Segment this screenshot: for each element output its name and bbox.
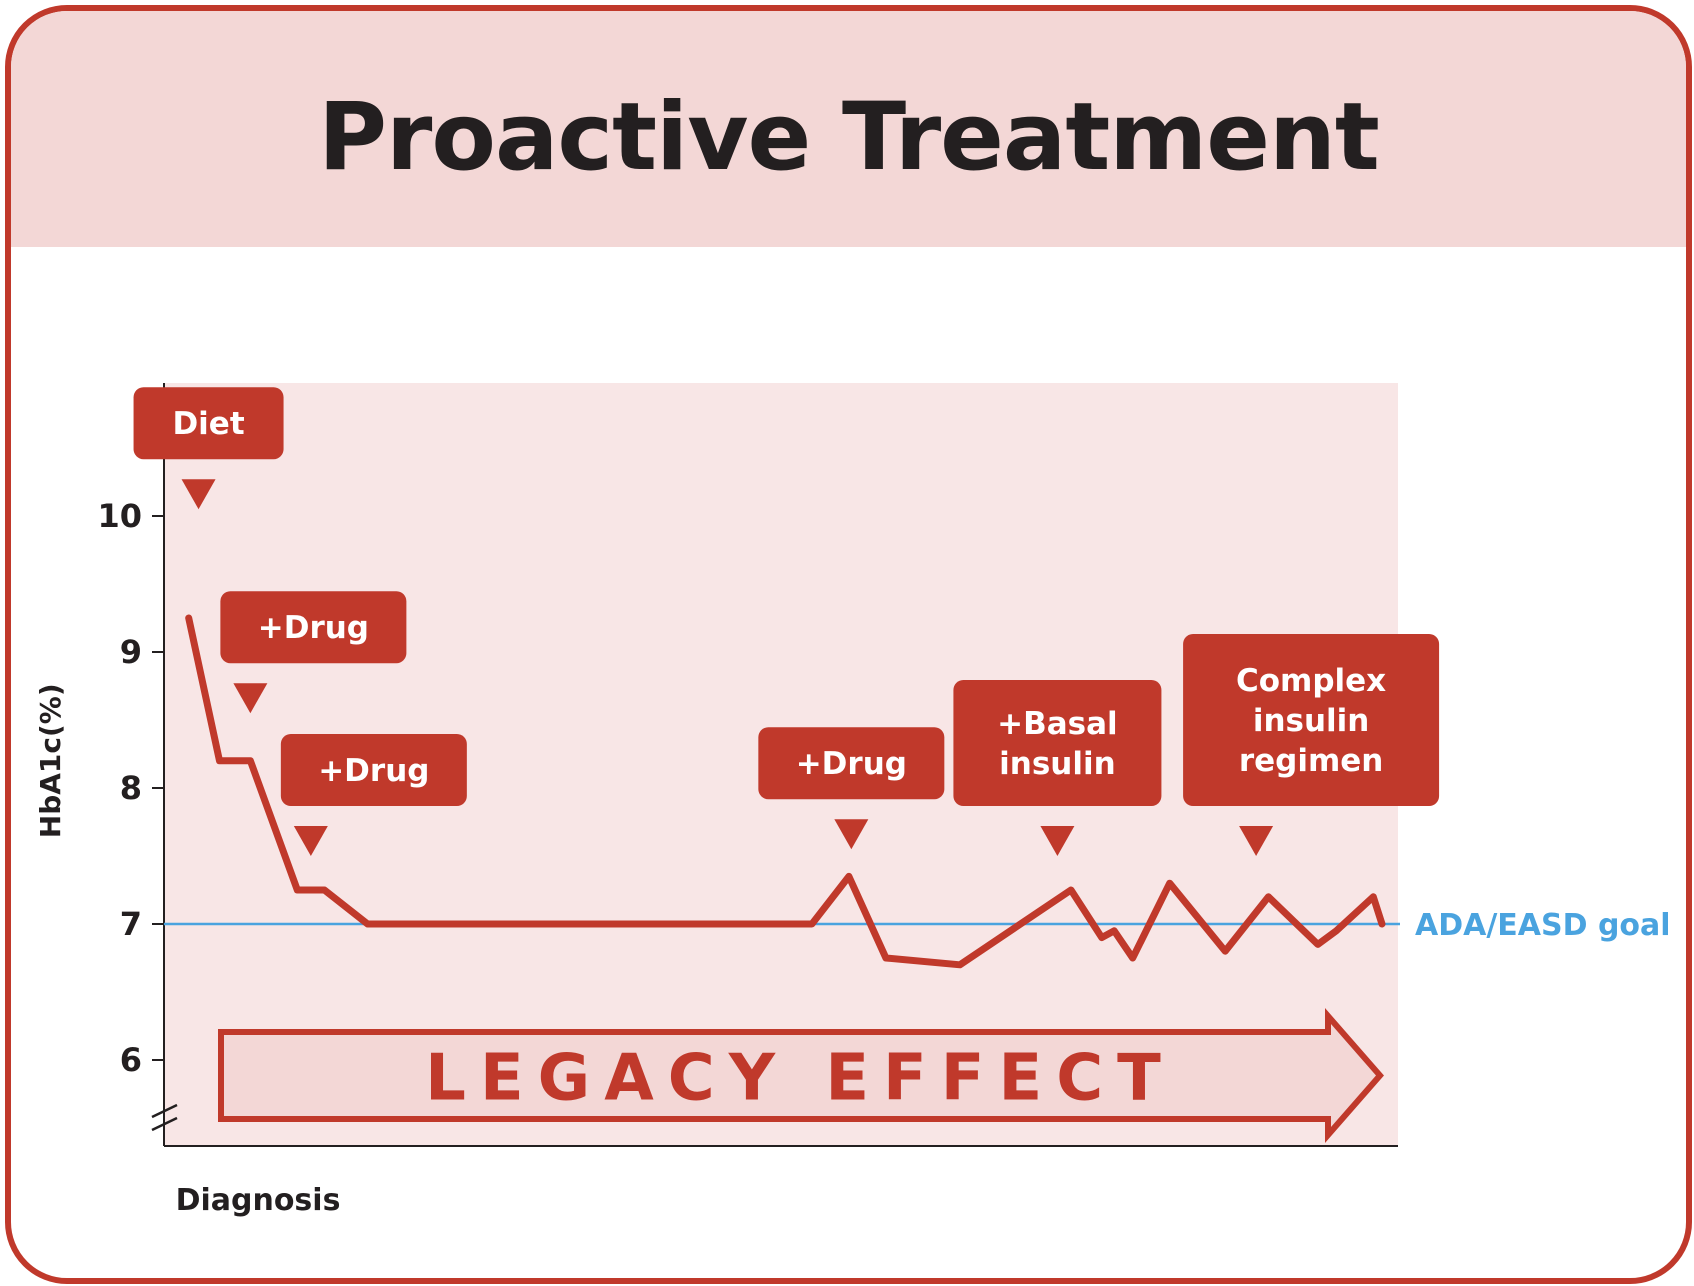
legacy-effect-arrow	[218, 1008, 1384, 1143]
annotation-box	[280, 734, 467, 806]
title-header: Proactive Treatment	[11, 11, 1686, 247]
y-tick-label: 10	[97, 497, 142, 535]
y-tick-label: 8	[120, 769, 142, 807]
annotation-box	[1183, 634, 1440, 806]
legacy-effect-label: LEGACY EFFECT	[425, 1042, 1175, 1116]
chart-title: Proactive Treatment	[318, 83, 1380, 192]
annotation-marker	[1040, 826, 1075, 856]
annotation-label: +Drug	[796, 746, 907, 782]
axis-break-mark	[151, 1103, 178, 1119]
axis-break-mark	[151, 1116, 178, 1132]
annotation-label: +Basal	[997, 706, 1118, 742]
annotation-box	[953, 680, 1162, 806]
x-axis-label: Diagnosis	[176, 1183, 341, 1218]
goal-line-label: ADA/EASD goal	[1415, 908, 1671, 943]
annotation-box	[133, 387, 284, 460]
y-tick-label: 7	[120, 905, 142, 943]
annotation-marker	[233, 683, 268, 714]
annotation-label: insulin	[1253, 703, 1370, 739]
annotation-box	[758, 727, 945, 800]
annotation-label: +Drug	[318, 753, 429, 789]
annotation-label: regimen	[1239, 743, 1384, 779]
hba1c-series-line	[185, 614, 1386, 969]
annotation-marker	[834, 819, 869, 850]
y-axis-label: HbA1c(%)	[34, 683, 67, 838]
annotation-label: Diet	[172, 406, 244, 442]
y-tick-label: 9	[120, 633, 142, 671]
annotation-marker	[1239, 826, 1274, 856]
annotation-label: Complex	[1236, 663, 1386, 699]
annotation-label: +Drug	[258, 610, 369, 646]
y-tick-label: 6	[120, 1041, 142, 1079]
annotation-marker	[293, 826, 328, 856]
annotation-box	[220, 591, 407, 664]
annotation-marker	[181, 479, 216, 510]
annotation-label: insulin	[999, 746, 1116, 782]
